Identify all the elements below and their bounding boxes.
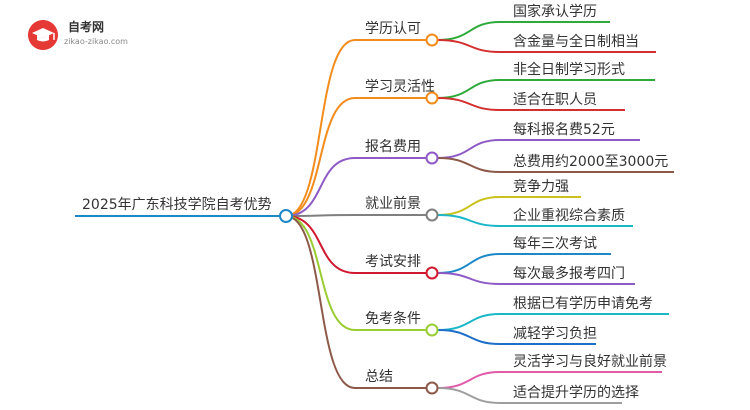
branch-node-circle[interactable] xyxy=(425,208,439,222)
leaf-connector xyxy=(437,39,501,53)
leaf-label: 含金量与全日制相当 xyxy=(513,33,639,50)
branch-label: 考试安排 xyxy=(365,254,421,270)
branch-node-circle[interactable] xyxy=(425,381,439,395)
branch-connector xyxy=(285,157,356,217)
leaf-label: 适合提升学历的选择 xyxy=(513,385,639,401)
branch-node-circle[interactable] xyxy=(425,33,439,47)
leaf-label: 每年三次考试 xyxy=(513,236,597,252)
leaf-label: 每次最多报考四门 xyxy=(513,265,625,282)
branch-label: 学历认可 xyxy=(365,21,421,37)
branch-node-circle[interactable] xyxy=(425,91,439,105)
leaf-connector xyxy=(437,21,501,41)
branch-label: 学习灵活性 xyxy=(365,79,435,95)
branch-connector xyxy=(285,214,356,217)
branch-node-circle[interactable] xyxy=(425,323,439,337)
branch-label: 免考条件 xyxy=(365,310,421,327)
branch-node-circle[interactable] xyxy=(425,266,439,280)
leaf-label: 竞争力强 xyxy=(513,178,569,195)
leaf-label: 减轻学习负担 xyxy=(513,326,597,342)
root-label: 2025年广东科技学院自考优势 xyxy=(82,197,272,213)
branch-label: 报名费用 xyxy=(365,139,421,155)
branch-node-circle[interactable] xyxy=(425,151,439,165)
branch-connector xyxy=(285,215,356,274)
leaf-label: 总费用约2000至3000元 xyxy=(513,154,668,170)
leaf-label: 国家承认学历 xyxy=(513,3,597,20)
leaf-connector xyxy=(437,214,501,227)
branch-connector xyxy=(285,97,356,217)
leaf-connector xyxy=(437,272,501,285)
root-node-circle[interactable] xyxy=(279,209,293,223)
leaf-connector xyxy=(437,329,501,345)
leaf-label: 根据已有学历申请免考 xyxy=(513,296,653,312)
branch-connector xyxy=(285,39,356,217)
leaf-connector xyxy=(437,387,501,404)
leaf-connector xyxy=(437,196,501,216)
leaf-connector xyxy=(437,139,501,159)
leaf-label: 企业重视综合素质 xyxy=(513,207,625,224)
graduation-cap-icon xyxy=(28,20,58,50)
branch-connector xyxy=(285,215,356,389)
site-logo[interactable]: 自考网 zikao-zikao.com xyxy=(28,18,148,52)
leaf-label: 适合在职人员 xyxy=(513,92,597,108)
leaf-connector xyxy=(437,313,501,331)
leaf-connector xyxy=(437,97,501,111)
logo-domain: zikao-zikao.com xyxy=(64,37,128,46)
leaf-label: 非全日制学习形式 xyxy=(513,61,625,78)
leaf-connector xyxy=(437,79,501,99)
leaf-label: 每科报名费52元 xyxy=(513,122,615,138)
leaf-connector xyxy=(437,253,501,274)
leaf-connector xyxy=(437,371,501,389)
branch-connector xyxy=(285,215,356,331)
logo-brand-name: 自考网 xyxy=(68,20,105,34)
branch-label: 就业前景 xyxy=(365,195,421,212)
branch-label: 总结 xyxy=(365,369,393,385)
leaf-connector xyxy=(437,157,501,173)
leaf-label: 灵活学习与良好就业前景 xyxy=(513,353,667,370)
